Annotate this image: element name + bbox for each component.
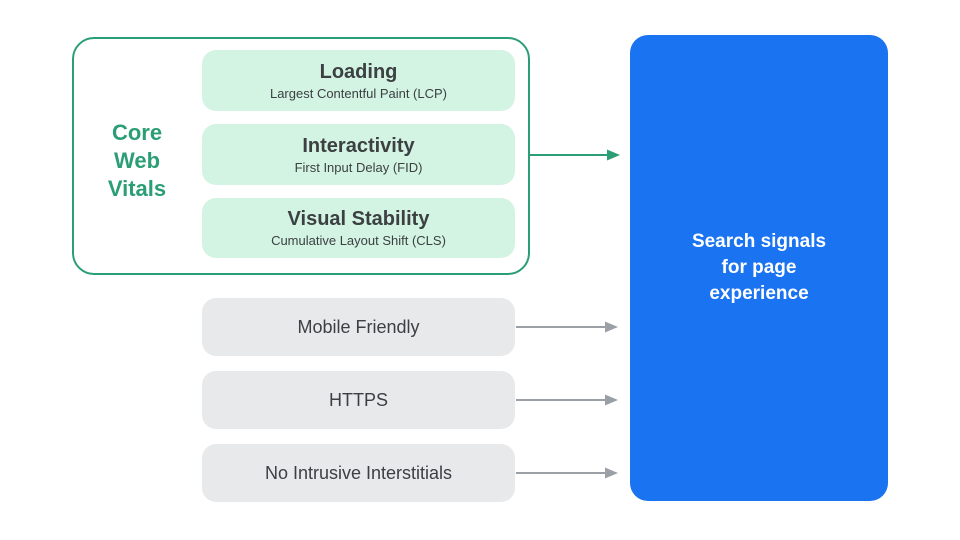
- vital-card-visual-stability: Visual Stability Cumulative Layout Shift…: [202, 198, 515, 258]
- signal-card-mobile-friendly: Mobile Friendly: [202, 298, 515, 356]
- vital-card-interactivity: Interactivity First Input Delay (FID): [202, 124, 515, 185]
- mobile-friendly-connector-arrow-icon: [516, 321, 618, 333]
- vital-card-loading: Loading Largest Contentful Paint (LCP): [202, 50, 515, 111]
- signal-card-https: HTTPS: [202, 371, 515, 429]
- signal-label-mobile-friendly: Mobile Friendly: [297, 316, 420, 337]
- https-connector-arrow-icon: [516, 394, 618, 406]
- signal-label-no-intrusive-interstitials: No Intrusive Interstitials: [264, 462, 453, 483]
- cwv-connector-arrow-icon: [530, 149, 620, 161]
- search-signals-panel: Search signals for page experience: [630, 35, 888, 501]
- vital-subtitle-lcp: Largest Contentful Paint (LCP): [269, 85, 448, 101]
- vital-title-interactivity: Interactivity: [302, 134, 415, 157]
- vital-subtitle-cls: Cumulative Layout Shift (CLS): [271, 233, 446, 248]
- signal-card-no-intrusive-interstitials: No Intrusive Interstitials: [202, 444, 515, 502]
- vital-subtitle-fid: First Input Delay (FID): [294, 159, 423, 175]
- core-web-vitals-label: Core Web Vitals: [107, 120, 167, 201]
- vital-title-visual-stability: Visual Stability: [287, 208, 430, 230]
- interstitials-connector-arrow-icon: [516, 467, 618, 479]
- search-signals-label: Search signals for page experience: [691, 231, 827, 304]
- vital-title-loading: Loading: [319, 60, 398, 83]
- signal-label-https: HTTPS: [328, 389, 388, 410]
